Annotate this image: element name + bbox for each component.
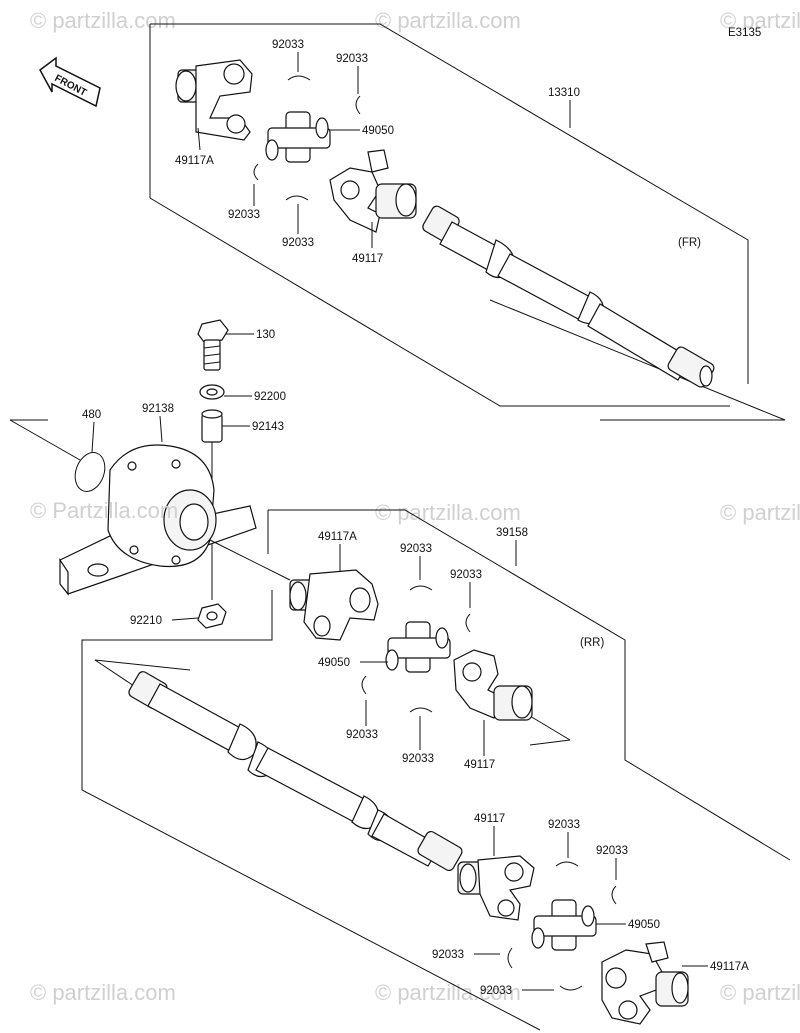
rear-clip-7-icon [507, 947, 513, 969]
front-arrow-icon: FRONT [39, 56, 101, 108]
front-clip-4-label: 92033 [282, 237, 314, 249]
rear-yoke-a-lower [601, 941, 689, 1025]
rear-bracket-right [268, 509, 791, 861]
watermark-mid-right: © partzilla.com [720, 500, 800, 525]
front-clip-2-icon [355, 95, 361, 115]
rear-yoke-upper [453, 649, 533, 721]
rear-clip-8-icon [559, 985, 583, 991]
watermark-top-center: © partzilla.com [375, 8, 521, 33]
rear-yoke-a-upper [289, 569, 379, 641]
diagram-code: E3135 [728, 27, 761, 39]
front-position-label: (FR) [678, 237, 701, 249]
rear-clip-2-icon [465, 613, 471, 633]
front-assembly-number: 13310 [548, 87, 580, 99]
collar-icon [201, 409, 223, 443]
collar-label: 92143 [252, 421, 284, 433]
front-clip-3-label: 92033 [228, 209, 260, 221]
rear-clip-2-label: 92033 [450, 569, 482, 581]
watermark-bottom-center: © partzilla.com [375, 980, 521, 1005]
front-group-bracket-left [149, 24, 730, 407]
front-yoke [329, 149, 417, 233]
rear-yoke-lower [457, 855, 535, 921]
watermark-top-left: © partzilla.com [30, 8, 176, 33]
rear-clip-6-icon [611, 885, 617, 905]
nut-leader [171, 617, 199, 621]
rear-clip-6-label: 92033 [596, 845, 628, 857]
rear-clip-3-label: 92033 [346, 729, 378, 741]
snap-ring-icon [74, 452, 106, 492]
bearing-leader [159, 415, 163, 443]
nut-label: 92210 [130, 615, 162, 627]
front-yoke-a-label: 49117A [175, 155, 214, 167]
rear-cross-upper-label: 49050 [318, 657, 350, 669]
rear-clip-5-label: 92033 [548, 819, 580, 831]
front-cross [265, 111, 331, 163]
rear-clip-4-label: 92033 [402, 753, 434, 765]
front-cross-label: 49050 [362, 125, 394, 137]
rear-clip-7-label: 92033 [432, 949, 464, 961]
rear-cross-lower-label: 49050 [628, 919, 660, 931]
front-clip-2-label: 92033 [336, 53, 368, 65]
bearing-shaft-axis [209, 539, 291, 581]
watermark-bottom-left: © partzilla.com [30, 980, 176, 1005]
nut-icon [197, 603, 227, 629]
snap-ring-label: 480 [82, 409, 101, 421]
watermarks: © partzilla.com © partzilla.com © partzi… [30, 8, 800, 1005]
front-clip-4-icon [285, 195, 309, 201]
rear-bracket-left [81, 590, 541, 1031]
rear-clip-4-icon [409, 707, 433, 713]
snap-ring-leader [91, 421, 95, 453]
rear-shaft [128, 671, 463, 872]
bearing-icon [59, 444, 257, 596]
bearing-axis-left [9, 419, 81, 461]
washer-label: 92200 [254, 391, 286, 403]
rear-clip-1-icon [409, 585, 433, 591]
rear-axis-right-2 [529, 739, 571, 746]
front-group-axis-line [489, 299, 786, 421]
bearing-label: 92138 [142, 403, 174, 415]
front-clip-1-label: 92033 [272, 39, 304, 51]
rear-assembly-number: 39158 [496, 527, 528, 539]
front-shaft [422, 205, 715, 388]
rear-shaft-group: 39158 (RR) 49117A 92033 92033 49050 [81, 509, 791, 1031]
watermark-top-right: © partzilla.com [720, 8, 800, 33]
watermark-center: © Partzilla.com [30, 498, 178, 523]
bolt-icon [197, 319, 229, 371]
rear-clip-1-label: 92033 [400, 543, 432, 555]
rear-clip-5-icon [555, 861, 579, 867]
rear-yoke-a-upper-label: 49117A [318, 531, 357, 543]
rear-clip-3-icon [361, 675, 367, 695]
rear-cross-lower [531, 899, 597, 951]
rear-axis-left [94, 659, 191, 671]
rear-position-label: (RR) [580, 637, 604, 649]
rear-cross-upper [385, 621, 451, 673]
rear-yoke-lower-label: 49117 [474, 813, 505, 825]
front-group-bracket-right [150, 23, 749, 384]
watermark-mid-center: © partzilla.com [375, 500, 521, 525]
front-shaft-group: 13310 (FR) 49117A 92033 92033 49050 [149, 23, 786, 421]
front-yoke-a [175, 59, 253, 141]
watermark-bottom-right: © partzilla.com [720, 980, 800, 1005]
front-yoke-label: 49117 [352, 253, 383, 265]
front-yoke-a-leader [197, 127, 201, 151]
rear-yoke-a-lower-label: 49117A [710, 961, 749, 973]
bolt-label: 130 [256, 329, 275, 341]
washer-icon [199, 384, 225, 400]
center-bearing-group: 130 92200 92143 480 92138 [9, 319, 291, 629]
rear-clip-8-label: 92033 [480, 985, 512, 997]
front-clip-3-icon [253, 163, 259, 181]
front-clip-1-icon [287, 75, 311, 81]
rear-yoke-upper-label: 49117 [464, 759, 495, 771]
